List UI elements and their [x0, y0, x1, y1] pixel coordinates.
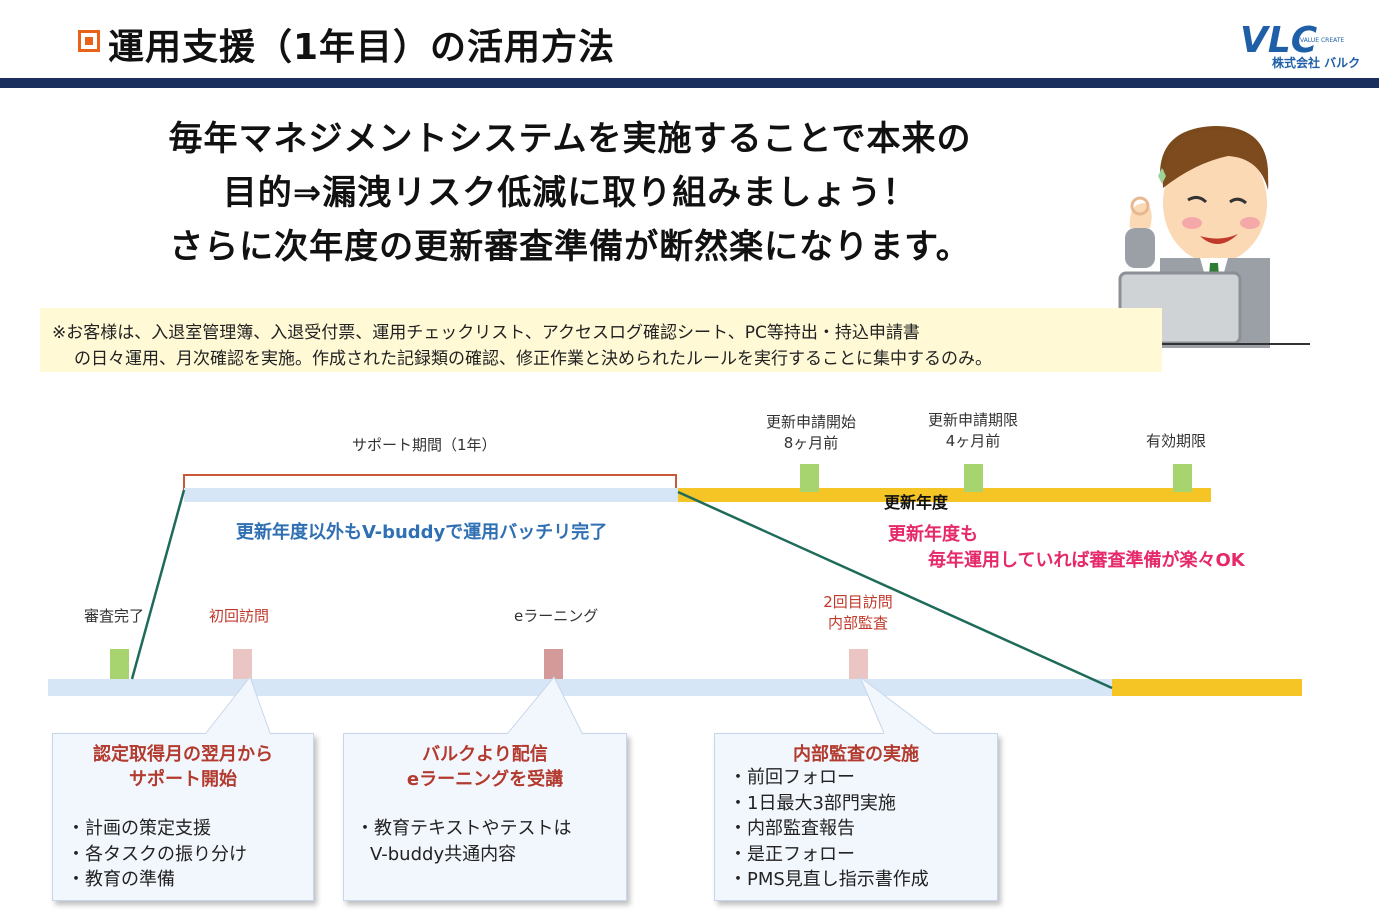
callout-2-item: V-buddy共通内容	[370, 844, 517, 865]
bottom-blue-bar	[48, 679, 1112, 696]
marker-expiry	[1173, 464, 1192, 492]
marker-second-visit	[849, 649, 868, 679]
top-blue-bar	[184, 488, 678, 502]
second-visit-label: 2回目訪問 内部監査	[806, 592, 910, 634]
callout-3-item: ・是正フォロー	[729, 844, 855, 865]
callout-internal-audit: 内部監査の実施 ・前回フォロー ・1日最大3部門実施 ・内部監査報告 ・是正フォ…	[714, 733, 998, 901]
svg-text:株式会社 バルク: 株式会社 バルク	[1272, 55, 1360, 70]
callout-1-item: ・教育の準備	[67, 869, 175, 890]
renewal-start-line-1: 更新申請開始	[765, 413, 856, 431]
headline-line-2: 目的⇒漏洩リスク低減に取り組みましょう！	[222, 173, 918, 213]
blue-message: 更新年度以外もV-buddyで運用バッチリ完了	[236, 522, 608, 543]
marker-first-visit	[233, 649, 252, 679]
connector-right	[677, 490, 1113, 690]
connector-left	[130, 489, 186, 680]
callout-3-item: ・前回フォロー	[729, 767, 855, 788]
callout-support-start: 認定取得月の翌月から サポート開始 ・計画の策定支援 ・各タスクの振り分け ・教…	[52, 733, 314, 901]
renewal-deadline-label: 更新申請期限 4ヶ月前	[918, 410, 1028, 452]
marker-renewal-start	[800, 464, 819, 492]
pink-message-2: 毎年運用していれば審査準備が楽々OK	[928, 550, 1245, 571]
bottom-yellow-bar	[1112, 679, 1302, 696]
callout-2-title-2: eラーニングを受講	[406, 769, 564, 790]
renewal-deadline-line-2: 4ヶ月前	[945, 432, 1001, 450]
headline: 毎年マネジメントシステムを実施することで本来の 目的⇒漏洩リスク低減に取り組みま…	[60, 112, 1080, 274]
callout-1-title-1: 認定取得月の翌月から	[93, 744, 273, 765]
callout-3-title-1: 内部監査の実施	[793, 744, 919, 765]
renewal-year-label: 更新年度	[884, 493, 949, 512]
marker-renewal-deadline	[964, 464, 983, 492]
callout-elearning: バルクより配信 eラーニングを受講 ・教育テキストやテストは V-buddy共通…	[343, 733, 627, 901]
support-period-bracket	[183, 474, 677, 492]
renewal-start-label: 更新申請開始 8ヶ月前	[756, 412, 866, 454]
marker-audit-done	[110, 649, 129, 679]
callout-1-title-2: サポート開始	[129, 769, 237, 790]
page-title: 運用支援（1年目）の活用方法	[108, 27, 616, 68]
first-visit-label: 初回訪問	[209, 607, 270, 625]
note-line-1: ※お客様は、入退室管理簿、入退受付票、運用チェックリスト、アクセスログ確認シート…	[52, 323, 920, 343]
callout-2-item: ・教育テキストやテストは	[356, 818, 572, 839]
renewal-start-line-2: 8ヶ月前	[783, 434, 839, 452]
callout-3-item: ・内部監査報告	[729, 818, 855, 839]
marker-elearning	[544, 649, 563, 679]
elearning-label: eラーニング	[514, 607, 599, 625]
title-divider	[0, 78, 1379, 88]
second-visit-line-2: 内部監査	[827, 614, 888, 632]
title-square-icon	[78, 30, 100, 52]
headline-line-1: 毎年マネジメントシステムを実施することで本来の	[168, 119, 972, 159]
callout-3-item: ・1日最大3部門実施	[729, 793, 896, 814]
callout-1-item: ・計画の策定支援	[67, 818, 211, 839]
headline-line-3: さらに次年度の更新審査準備が断然楽になります。	[169, 227, 971, 267]
pink-message-1: 更新年度も	[888, 524, 978, 545]
support-period-label: サポート期間（1年）	[352, 436, 497, 454]
callout-3-item: ・PMS見直し指示書作成	[729, 869, 929, 890]
callout-2-title-1: バルクより配信	[422, 744, 548, 765]
svg-text:VLC: VLC	[1240, 20, 1318, 61]
note-box	[40, 308, 1162, 372]
note-line-2: の日々運用、月次確認を実施。作成された記録類の確認、修正作業と決められたルールを…	[74, 349, 992, 369]
company-logo: VLC VALUE CREATE 株式会社 バルク	[1240, 20, 1360, 70]
businessman-illustration	[1118, 126, 1310, 348]
expiry-label: 有効期限	[1146, 432, 1207, 450]
callout-1-item: ・各タスクの振り分け	[67, 844, 247, 865]
renewal-deadline-line-1: 更新申請期限	[927, 411, 1018, 429]
second-visit-line-1: 2回目訪問	[823, 593, 893, 611]
audit-done-label: 審査完了	[84, 607, 145, 625]
svg-text:VALUE CREATE: VALUE CREATE	[1300, 37, 1344, 44]
